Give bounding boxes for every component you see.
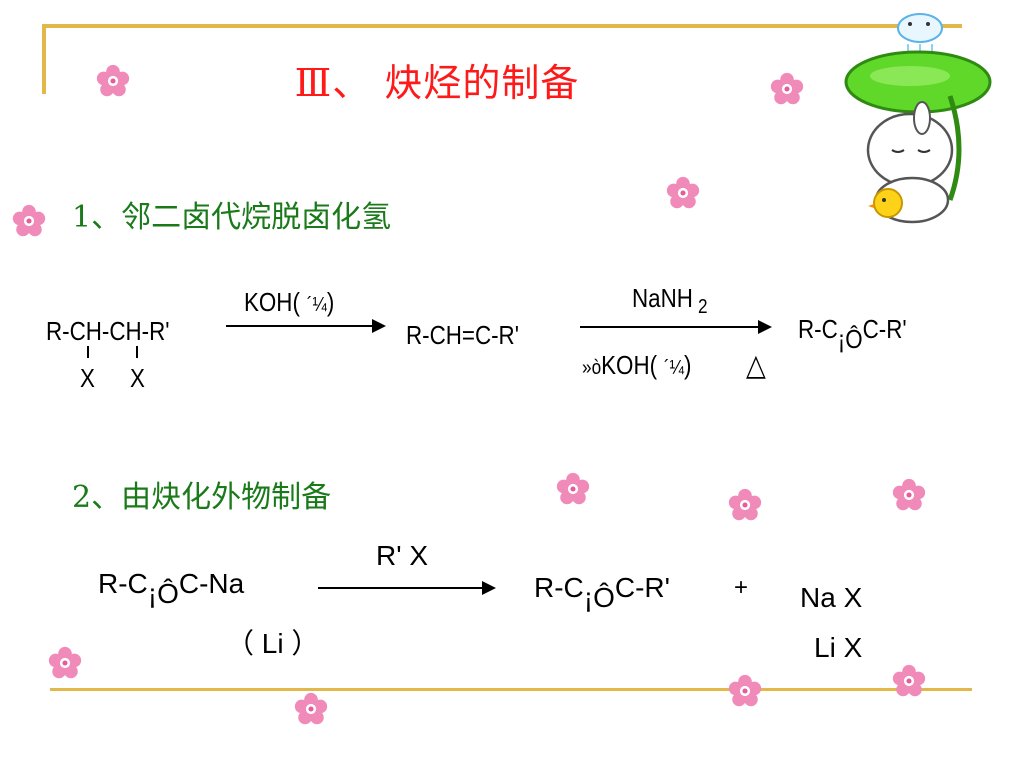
pink-flower-icon (728, 674, 762, 707)
slide-title: Ⅲ、 炔烃的制备 (0, 52, 1024, 107)
pink-flower-icon (892, 664, 926, 697)
s1-reagent2-close: ) (683, 350, 692, 380)
s1-intermediate: R-CH=C-R' (406, 320, 519, 350)
s2-plus: + (734, 574, 749, 601)
s2-product-bond: ¡Ô (583, 582, 615, 613)
section1-heading: 1、邻二卤代烷脱卤化氢 (72, 200, 392, 235)
s1-substituent-x2: X (130, 363, 145, 393)
s2-byproduct-nax: Na X (800, 582, 863, 613)
s1-reagent2-nanh: NaNH (632, 283, 693, 313)
s2-reactant-pre: R-C (98, 568, 148, 599)
pink-flower-icon (48, 646, 82, 679)
s2-product-post: C-R' (614, 572, 670, 603)
frame-top-line (42, 24, 962, 28)
pink-flower-icon (556, 472, 590, 505)
s1-reagent2-or: »ò (582, 357, 602, 379)
s2-reactant: R-C¡ÔC-Na (98, 568, 245, 609)
slide-title-text: Ⅲ、 炔烃的制备 (294, 61, 580, 105)
s2-byproduct-lix: Li X (814, 632, 863, 663)
rabbit-mascot-icon (844, 13, 992, 224)
pink-flower-icon (96, 64, 130, 97)
s1-bond-tick-2 (136, 346, 138, 358)
s1-reagent2-subscript: 2 (698, 296, 708, 318)
pink-flower-icon (728, 488, 762, 521)
pink-flower-icon (12, 204, 46, 237)
frame-bottom-line (50, 688, 972, 691)
pink-flower-icon (892, 478, 926, 511)
s1-bond-tick-1 (87, 346, 89, 358)
pink-flower-icon (294, 692, 328, 725)
s1-reagent2-koh: KOH( (601, 350, 658, 380)
s1-arrow-1 (226, 319, 386, 333)
s2-arrow (318, 581, 496, 595)
s2-reactant-alt: （ Li ） (226, 628, 320, 659)
s1-reagent1-garble: ´¼ (306, 294, 327, 316)
s1-arrow-2 (580, 320, 772, 334)
s1-reactant: R-CH-CH-R' (46, 316, 170, 346)
pink-flower-icon (666, 176, 700, 209)
s2-product: R-C¡ÔC-R' (534, 572, 670, 613)
s1-product: R-C¡ÔC-R' (798, 314, 907, 354)
s2-product-pre: R-C (534, 572, 584, 603)
pink-flower-icon (770, 72, 804, 105)
s2-reactant-post: C-Na (178, 568, 245, 599)
s2-reactant-bond: ¡Ô (147, 578, 179, 609)
frame-left-line (42, 24, 46, 94)
s1-reagent1: KOH( ´¼) (244, 287, 334, 318)
s2-reagent: R' X (376, 540, 429, 571)
chick-icon (868, 188, 903, 218)
s1-product-pre: R-C (798, 314, 838, 344)
s1-product-bond: ¡Ô (837, 324, 863, 354)
s1-substituent-x1: X (80, 363, 95, 393)
s1-heat-symbol: △ (746, 349, 766, 382)
s1-reagent2-bottom: »òKOH(´¼) (582, 350, 691, 381)
s1-product-post: C-R' (862, 314, 907, 344)
s1-reagent1-close: ) (326, 287, 335, 317)
section2-heading: 2、由炔化外物制备 (72, 480, 332, 515)
s1-reagent1-main: KOH( (244, 287, 300, 317)
s1-reagent2-garble: ´¼ (663, 357, 684, 379)
cloud-icon (897, 13, 943, 66)
